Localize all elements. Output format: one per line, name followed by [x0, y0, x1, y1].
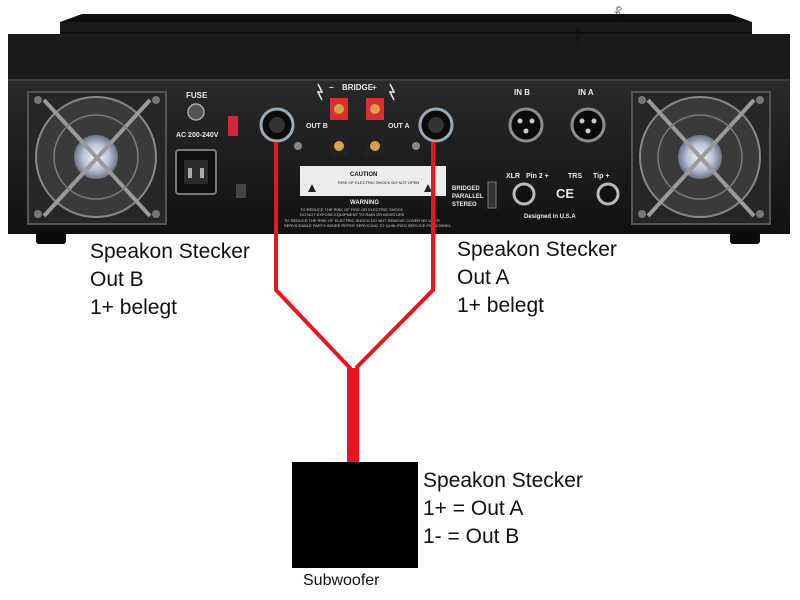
- caption-out-b-line-2: Out B: [90, 268, 144, 291]
- warning-label: WARNING: [350, 200, 379, 206]
- subwoofer-box: [292, 462, 418, 568]
- bolt-icon: [388, 83, 396, 101]
- top-watermark-2: ©pa: [614, 6, 622, 19]
- warning-line-2: DO NOT EXPOSE EQUIPMENT TO RAIN OR MOIST…: [300, 212, 405, 217]
- ground-icon: [236, 184, 246, 198]
- caption-out-b-line-3: 1+ belegt: [90, 296, 177, 319]
- cable-trunk: [347, 368, 359, 462]
- in-a-label: IN A: [578, 88, 594, 97]
- fan-right: [631, 91, 771, 225]
- bolt-icon: [316, 83, 324, 101]
- caption-out-a-line-1: Speakon Stecker: [457, 238, 617, 261]
- caption-out-a-line-3: 1+ belegt: [457, 294, 544, 317]
- cable-y: [274, 142, 435, 462]
- warning-triangle-icon: [424, 184, 432, 192]
- mode-switch[interactable]: [487, 181, 497, 209]
- warning-line-1: TO REDUCE THE RISK OF FIRE OR ELECTRIC S…: [300, 207, 404, 212]
- screw-icon: [34, 210, 42, 218]
- caption-out-a-line-2: Out A: [457, 266, 510, 289]
- screw-icon: [638, 96, 646, 104]
- caption-sub-line-2: 1+ = Out A: [423, 497, 524, 520]
- amp-foot-right: [730, 232, 760, 244]
- power-switch-icon[interactable]: [228, 116, 238, 136]
- amp-top-edge: [60, 22, 752, 32]
- screw-icon: [152, 210, 160, 218]
- mode-switch-section: BRIDGED PARALLEL STEREO: [452, 181, 497, 209]
- footer-line-2: SERVICEABLE PARTS INSIDE REFER SERVICING…: [284, 223, 452, 228]
- bridge-plus: +: [372, 83, 377, 92]
- screw-icon: [412, 142, 420, 150]
- power-section: FUSE AC 200-240V: [175, 91, 246, 198]
- caption-out-b: Speakon Stecker Out B 1+ belegt: [90, 238, 250, 322]
- tip-label: Tip +: [593, 173, 609, 180]
- trs-label: TRS: [568, 173, 582, 180]
- screw-icon: [152, 96, 160, 104]
- bridge-minus: −: [329, 83, 334, 92]
- bridge-label: BRIDGE: [342, 83, 374, 92]
- top-watermark: www.r: [574, 27, 581, 48]
- fuse-holder-icon: [187, 103, 205, 121]
- input-section: IN B IN A XLR Pin 2 + TRS Tip + CE Desig…: [506, 88, 620, 220]
- xlr-in-a[interactable]: [570, 107, 606, 143]
- amplifier: FUSE AC 200-240V − BRIDGE + OUT B OUT A: [8, 6, 790, 244]
- caution-sticker: [300, 166, 446, 196]
- caution-sub: RISK OF ELECTRIC SHOCK DO NOT OPEN: [338, 180, 419, 185]
- designed-label: Designed in U.S.A: [524, 214, 576, 220]
- xlr-in-b[interactable]: [508, 107, 544, 143]
- output-section: − BRIDGE + OUT B OUT A CAUTION RISK OF E…: [259, 83, 454, 228]
- caption-sub-line-1: Speakon Stecker: [423, 469, 583, 492]
- screw-icon: [756, 96, 764, 104]
- cable-out-a: [354, 142, 435, 370]
- fan-left: [27, 91, 167, 225]
- out-a-label: OUT A: [388, 123, 410, 130]
- screw-icon: [294, 142, 302, 150]
- bridged-label: BRIDGED: [452, 186, 480, 192]
- voltage-label: AC 200-240V: [176, 132, 219, 139]
- ce-mark: CE: [556, 186, 574, 201]
- subwoofer-label: Subwoofer: [303, 572, 380, 589]
- screw-icon: [638, 210, 646, 218]
- amp-foot-left: [36, 232, 66, 244]
- xlr-label: XLR: [506, 173, 520, 180]
- caption-sub-line-3: 1- = Out B: [423, 525, 520, 548]
- pin-label: Pin 2 +: [526, 173, 549, 180]
- fan-guard-line: [646, 98, 756, 218]
- fuse-label: FUSE: [186, 91, 208, 100]
- amp-upper-band: [8, 34, 790, 80]
- warning-triangle-icon: [308, 184, 316, 192]
- out-b-label: OUT B: [306, 123, 328, 130]
- trs-jack-b[interactable]: [512, 182, 536, 206]
- caption-out-a: Speakon Stecker Out A 1+ belegt: [457, 236, 617, 320]
- caution-label: CAUTION: [350, 172, 377, 178]
- fan-guard-line: [42, 98, 152, 218]
- stereo-label: STEREO: [452, 202, 477, 208]
- caption-subwoofer: Speakon Stecker 1+ = Out A 1- = Out B: [423, 467, 583, 551]
- screw-icon: [34, 96, 42, 104]
- parallel-label: PARALLEL: [452, 194, 484, 200]
- caption-out-b-line-1: Speakon Stecker: [90, 240, 250, 263]
- footer-line-1: TO REDUCE THE RISK OF ELECTRIC SHOCK DO …: [284, 218, 440, 223]
- screw-icon: [756, 210, 764, 218]
- trs-jack-a[interactable]: [596, 182, 620, 206]
- in-b-label: IN B: [514, 88, 530, 97]
